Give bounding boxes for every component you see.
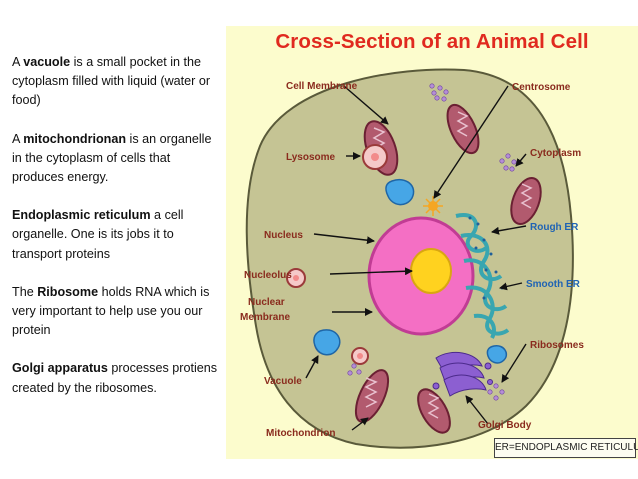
mitochondrion-shape	[510, 177, 542, 225]
label-mitochondrion: Mitochondrion	[266, 428, 335, 439]
vacuole-shape	[385, 179, 415, 206]
golgi-body-shape	[432, 351, 493, 397]
er-paragraph: Endoplasmic reticulum a cell organelle. …	[12, 206, 224, 264]
label-golgi-body: Golgi Body	[478, 420, 532, 431]
pointer-arrows	[305, 85, 527, 431]
ribosome-paragraph: The Ribosome holds RNA which is very imp…	[12, 283, 224, 341]
arrow-centrosome	[433, 85, 509, 199]
label-rough-er: Rough ER	[530, 222, 579, 233]
label-cytoplasm: Cytoplasm	[530, 148, 581, 159]
mitochondrion-term: mitochondrionan	[23, 131, 127, 146]
nucleolus-shape	[410, 248, 452, 294]
ribosome-term: Ribosome	[37, 284, 99, 299]
arrow-vacuole	[305, 355, 319, 379]
vacuole-term: vacuole	[23, 55, 71, 69]
arrow-rough-er	[491, 225, 527, 235]
label-vacuole: Vacuole	[264, 376, 302, 387]
label-nucleus: Nucleus	[264, 230, 303, 241]
label-centrosome: Centrosome	[512, 82, 571, 93]
mitochondrion-paragraph: A mitochondrionan is an organelle in the…	[12, 130, 224, 188]
paragraph-prefix: A	[12, 55, 24, 69]
label-smooth-er: Smooth ER	[526, 279, 581, 290]
label-membrane: Membrane	[240, 312, 290, 323]
er-term: Endoplasmic reticulum	[12, 208, 151, 223]
vacuole-shape	[313, 329, 341, 356]
description-text: A vacuole is a small pocket in the cytop…	[12, 53, 224, 417]
er-definition: a cell organelle. One is its jobs it to …	[12, 208, 184, 261]
vacuole-definition: is a small pocket in the cytoplasm fille…	[12, 55, 211, 108]
arrow-nucleus	[313, 233, 375, 245]
label-ribosomes: Ribosomes	[530, 340, 584, 351]
diagram-title: Cross-Section of an Animal Cell	[275, 30, 589, 53]
mitochondrion-shape	[446, 103, 480, 155]
ribosome-definition: holds RNA which is very important to hel…	[12, 284, 210, 338]
label-nucleolus: Nucleolus	[244, 270, 292, 281]
cell-diagram: Cross-Section of an Animal Cell	[226, 26, 638, 459]
label-nuclear: Nuclear	[248, 297, 285, 308]
arrow-ribosomes	[501, 343, 527, 383]
endoplasmic-reticulum-shape	[455, 213, 510, 339]
paragraph-prefix: The	[12, 284, 38, 299]
centrosome-shape	[423, 196, 443, 216]
arrow-nucleolus	[329, 267, 413, 276]
arrow-mitochondrion	[351, 417, 369, 431]
ribosomes-shape	[347, 83, 517, 401]
cell-illustration: Cell Membrane Centrosome Lysosome Cytopl…	[240, 68, 584, 449]
mitochondrion-shape	[417, 388, 451, 434]
paragraph-prefix: A	[12, 131, 24, 146]
arrow-cytoplasm	[515, 153, 527, 167]
golgi-paragraph: Golgi apparatus processes protiens creat…	[12, 359, 224, 397]
arrow-cell-membrane	[343, 85, 389, 125]
golgi-definition: processes protiens created by the riboso…	[12, 361, 218, 395]
golgi-term: Golgi apparatus	[12, 361, 108, 376]
mitochondrion-definition: is an organelle in the cytoplasm of cell…	[12, 131, 212, 185]
vacuole-paragraph: A vacuole is a small pocket in the cytop…	[12, 53, 224, 111]
label-lysosome: Lysosome	[286, 152, 336, 163]
er-abbreviation-note: ER=ENDOPLASMIC RETICULUM	[494, 438, 638, 458]
vacuole-shape	[486, 345, 508, 364]
arrow-smooth-er	[499, 282, 523, 291]
label-cell-membrane: Cell Membrane	[286, 81, 358, 92]
arrow-golgi-body	[465, 395, 489, 425]
